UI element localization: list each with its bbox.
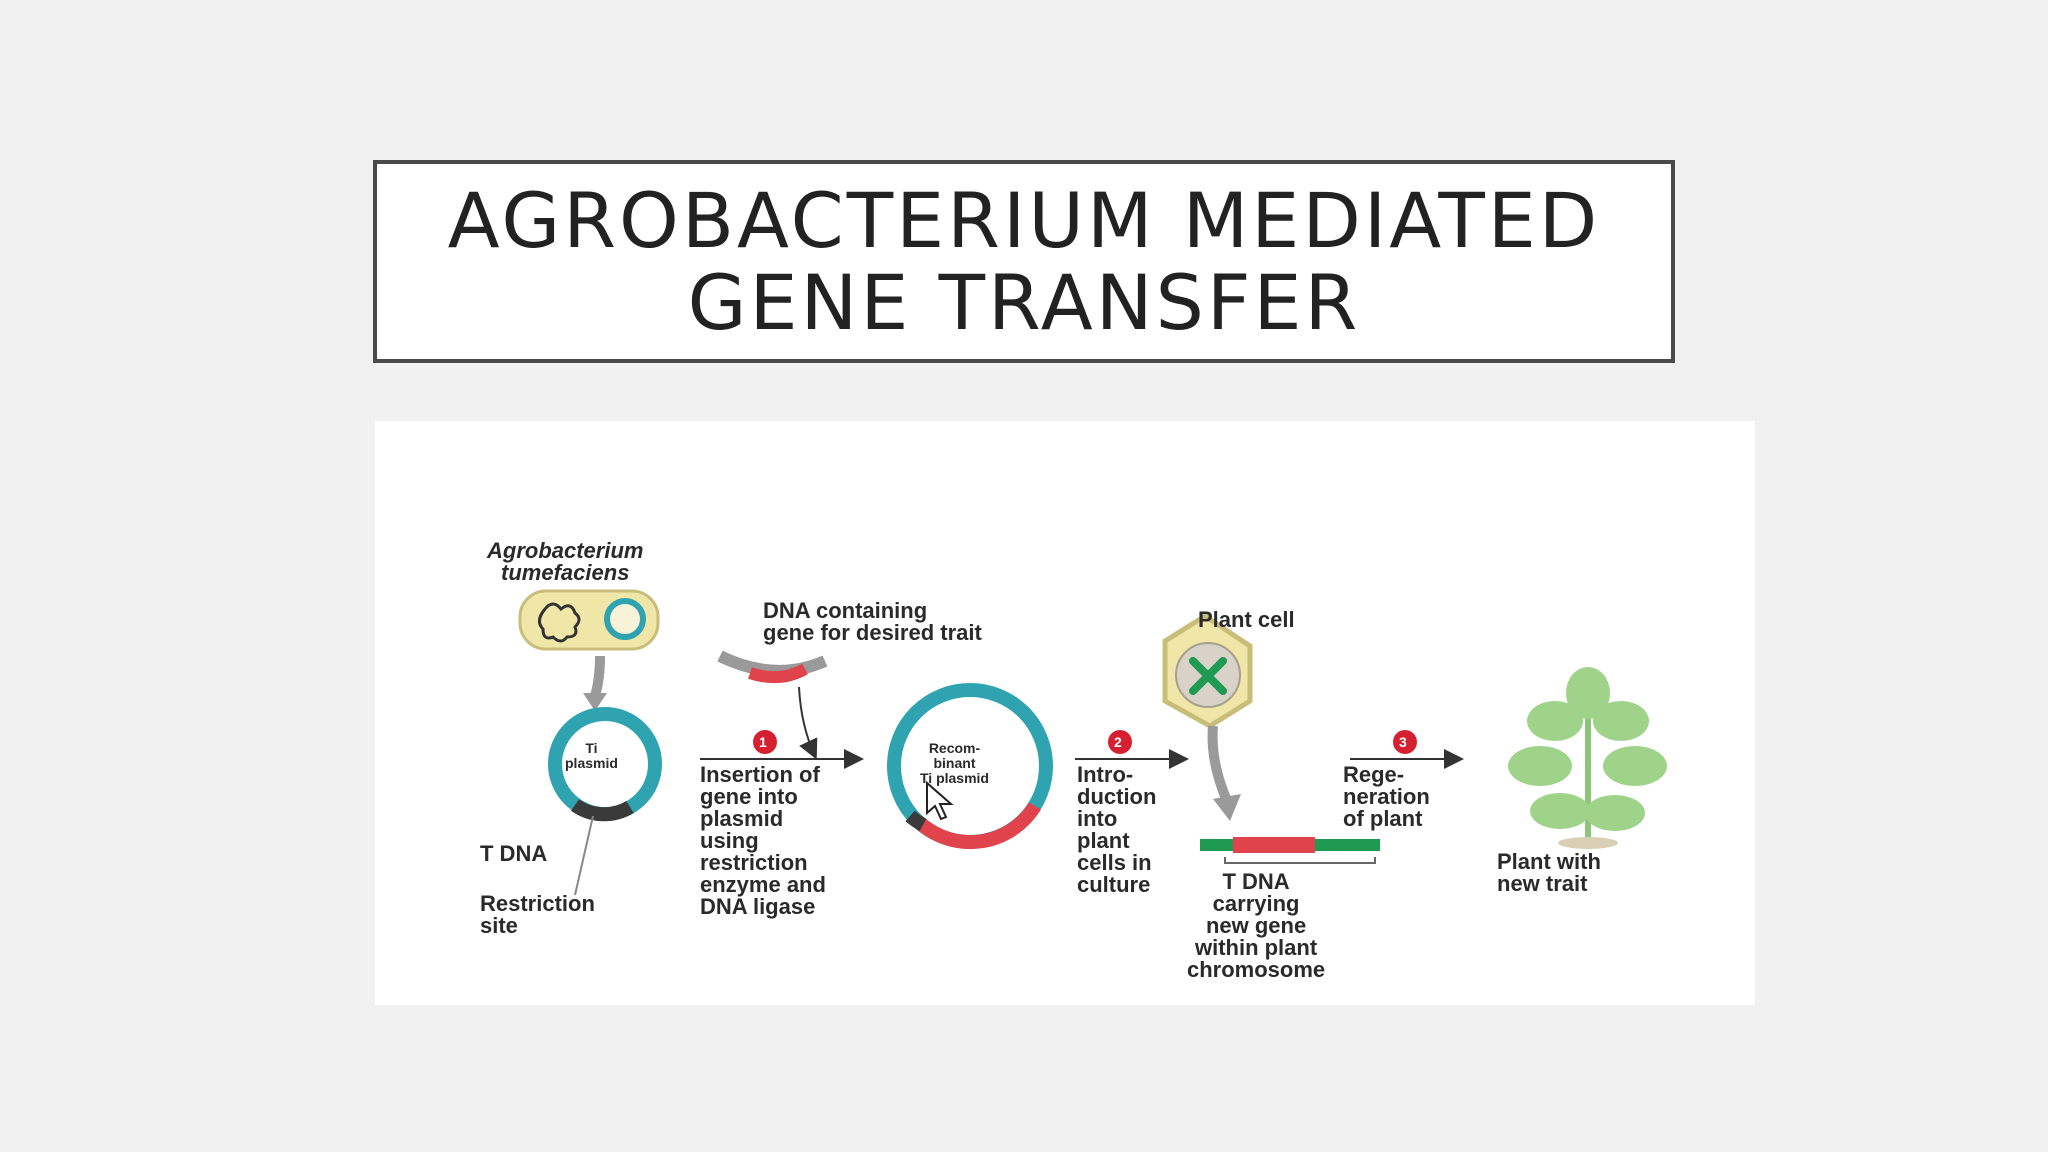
title-box: AGROBACTERIUM MEDIATED GENE TRANSFER xyxy=(373,160,1675,363)
arrow-bacterium-to-plasmid-head xyxy=(583,693,607,711)
t-dna-carrying-label: T DNA carrying new gene within plant chr… xyxy=(1187,869,1326,982)
slide-title-line-1: AGROBACTERIUM MEDIATED xyxy=(447,175,1601,265)
cursor-icon xyxy=(926,780,954,821)
plant-illustration xyxy=(1508,667,1667,849)
recombinant-plasmid-ring xyxy=(887,683,1053,850)
t-dna-label: T DNA xyxy=(480,841,548,866)
arrow-bacterium-to-plasmid xyxy=(590,655,605,698)
arrow-dna-to-step1 xyxy=(798,686,818,760)
restriction-site-pointer xyxy=(574,815,594,896)
step1-number: 1 xyxy=(759,734,767,750)
step3-text: Rege- neration of plant xyxy=(1343,762,1430,831)
plant-cell xyxy=(1162,613,1253,729)
agrobacterium-label: Agrobacterium tumefaciens xyxy=(487,538,644,585)
step2-number: 2 xyxy=(1114,734,1122,750)
arrow-cell-to-chromosome-head xyxy=(1213,794,1241,821)
dna-fragment xyxy=(717,650,828,684)
ti-plasmid-label: Ti plasmid xyxy=(565,740,618,771)
plant-cell-label: Plant cell xyxy=(1198,607,1295,632)
step3-badge xyxy=(1393,730,1417,754)
recombinant-plasmid-label: Recom- binant Ti plasmid xyxy=(920,740,989,786)
restriction-site-label: Restriction site xyxy=(480,891,595,938)
arrow-cell-to-chromosome xyxy=(1207,725,1232,803)
agrobacterium-cell xyxy=(518,589,660,651)
ti-plasmid-ring xyxy=(548,707,662,822)
step2-text: Intro- duction into plant cells in cultu… xyxy=(1077,762,1157,897)
dna-containing-label: DNA containing gene for desired trait xyxy=(763,598,982,645)
step3-number: 3 xyxy=(1399,734,1407,750)
step1-badge xyxy=(753,730,777,754)
step2-badge xyxy=(1108,730,1132,754)
slide-title-line-2: GENE TRANSFER xyxy=(687,257,1361,347)
diagram-graphics xyxy=(518,589,1667,896)
chromosome-bar xyxy=(1200,837,1380,864)
plant-with-trait-label: Plant with new trait xyxy=(1497,849,1601,896)
step1-text: Insertion of gene into plasmid using res… xyxy=(700,762,826,919)
agrobacterium-diagram: Agrobacterium tumefaciens DNA containing… xyxy=(375,421,1755,1005)
